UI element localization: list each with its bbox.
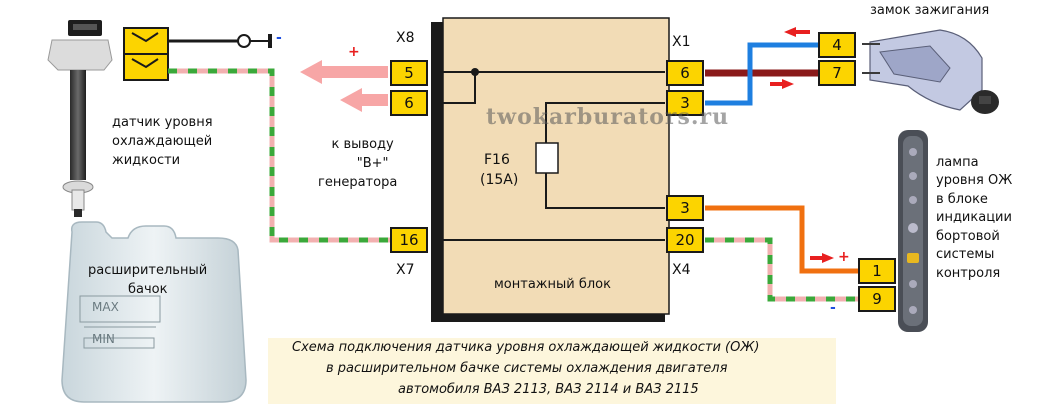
- lamp-label-line: системы: [936, 247, 995, 263]
- ignition-label: замок зажигания: [870, 3, 990, 18]
- fuse-rating: (15А): [480, 172, 519, 188]
- sensor-label-line: жидкости: [112, 152, 181, 168]
- tank-min-mark: MIN: [92, 332, 115, 346]
- generator-plus-sign: +: [348, 44, 360, 60]
- lamp-wires: [705, 205, 858, 302]
- lamp-pin-1: 1: [858, 258, 896, 284]
- coolant-sensor-image: [47, 20, 113, 217]
- ignition-pin-4: 4: [818, 32, 856, 58]
- mounting-block: [431, 17, 670, 322]
- generator-label-line: к выводу: [331, 137, 394, 152]
- lamp-label-line: лампа: [936, 155, 979, 170]
- pin-x8-5: 5: [390, 60, 428, 86]
- lamp-pin-9: 9: [858, 286, 896, 312]
- lamp-label: лампа уровня ОЖ в блоке индикации бортов…: [936, 154, 1012, 283]
- pin-x1-6: 6: [666, 60, 704, 86]
- sensor-connector: [123, 27, 169, 81]
- lamp-label-line: бортовой: [936, 228, 1000, 244]
- caption-line: Схема подключения датчика уровня охлажда…: [292, 340, 760, 355]
- indicator-panel-image: [898, 130, 928, 332]
- sensor-label: датчик уровня охлаждающей жидкости: [112, 114, 213, 171]
- pin-x4-3: 3: [666, 195, 704, 221]
- generator-arrows: [300, 60, 388, 112]
- caption-line: автомобиля ВАЗ 2113, ВАЗ 2114 и ВАЗ 2115: [398, 382, 699, 397]
- tank-label-line: расширительный: [88, 263, 208, 278]
- connector-x1: X1: [672, 34, 691, 50]
- watermark: twokarburators.ru: [486, 104, 730, 130]
- ignition-switch-image: [862, 29, 999, 114]
- lamp-plus-sign: +: [838, 249, 850, 265]
- ignition-wires: [705, 27, 818, 106]
- lamp-minus-sign: -: [830, 300, 836, 316]
- sensor-ground-wire: [168, 34, 272, 48]
- caption-line: в расширительном бачке системы охлаждени…: [326, 361, 728, 376]
- sensor-label-line: датчик уровня: [112, 115, 213, 130]
- sensor-label-line: охлаждающей: [112, 133, 213, 149]
- sensor-minus-sign: -: [276, 30, 282, 46]
- generator-label: к выводу "В+" генератора: [318, 136, 397, 193]
- connector-x8: X8: [396, 30, 415, 46]
- tank-label: расширительный бачок: [88, 262, 207, 300]
- pin-x4-20: 20: [666, 227, 704, 253]
- ignition-pin-7: 7: [818, 60, 856, 86]
- pin-x7-16: 16: [390, 227, 428, 253]
- lamp-label-line: в блоке: [936, 191, 988, 207]
- generator-label-line: "В+": [356, 155, 389, 171]
- pin-x1-3: 3: [666, 90, 704, 116]
- mount-block-label: монтажный блок: [494, 277, 611, 292]
- lamp-label-line: уровня ОЖ: [936, 173, 1013, 189]
- connector-x4: X4: [672, 262, 691, 278]
- sensor-signal-wire: [168, 68, 390, 243]
- fuse-name: F16: [484, 152, 510, 168]
- caption-box: [268, 338, 836, 404]
- tank-label-line: бачок: [128, 281, 168, 297]
- expansion-tank-image: [61, 221, 247, 403]
- connector-x7: X7: [396, 262, 415, 278]
- lamp-label-line: индикации: [936, 210, 1012, 226]
- pin-x8-6: 6: [390, 90, 428, 116]
- tank-max-mark: MAX: [92, 300, 119, 314]
- lamp-label-line: контроля: [936, 265, 1001, 281]
- generator-label-line: генератора: [318, 174, 398, 190]
